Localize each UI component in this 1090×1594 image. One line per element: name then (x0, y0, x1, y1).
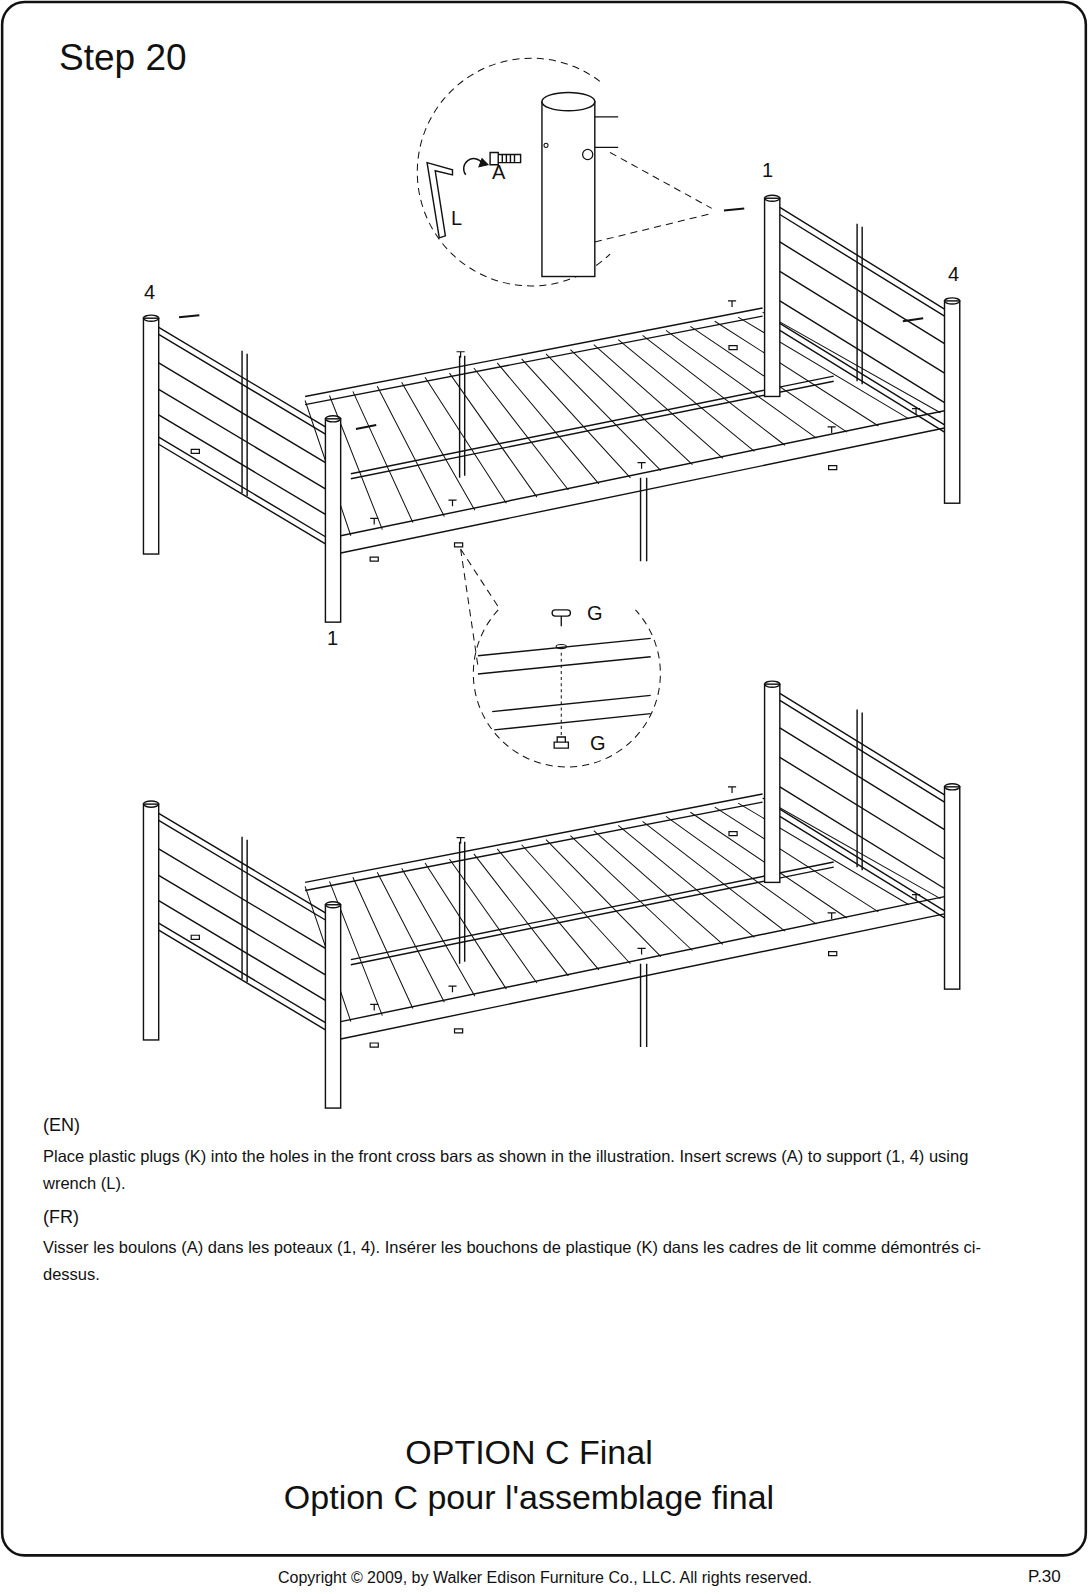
step-title: Step 20 (59, 36, 187, 80)
part-letter: A (492, 160, 505, 184)
option-heading: OPTION C Final (405, 1432, 652, 1473)
instruction-text: Visser les boulons (A) dans les poteaux … (43, 1234, 1003, 1288)
language-tag: (EN) (43, 1115, 80, 1137)
callout-number: 4 (144, 280, 155, 304)
instruction-text: Place plastic plugs (K) into the holes i… (43, 1143, 1003, 1197)
language-tag: (FR) (43, 1207, 79, 1229)
option-heading: Option C pour l'assemblage final (284, 1477, 774, 1518)
part-letter: L (451, 206, 462, 230)
callout-number: 1 (762, 158, 773, 182)
part-letter: G (590, 731, 606, 755)
page-number: P.30 (1028, 1567, 1061, 1587)
part-letter: G (587, 601, 603, 625)
callout-number: 4 (948, 262, 959, 286)
callout-number: 1 (327, 626, 338, 650)
copyright-note: Copyright © 2009, by Walker Edison Furni… (278, 1568, 812, 1587)
